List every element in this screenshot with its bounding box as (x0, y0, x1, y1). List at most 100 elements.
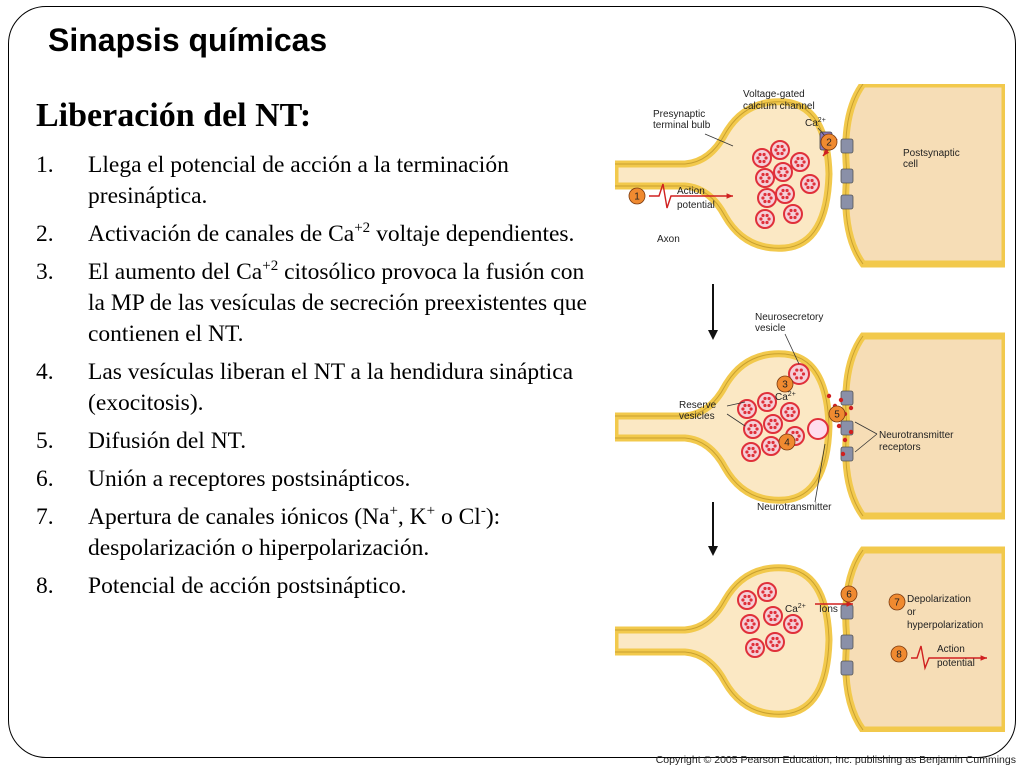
vesicle-nt-dot (761, 179, 765, 184)
vesicle-nt-dot (771, 440, 775, 445)
vesicle-nt-dot (793, 625, 797, 630)
calcium-label: Ca2+ (805, 117, 826, 129)
vesicle-nt-dot (786, 406, 790, 411)
vesicle-nt-dot (743, 403, 747, 408)
vesicle-nt-dot (773, 444, 777, 448)
copyright-notice: Copyright © 2005 Pearson Education, Inc.… (655, 754, 1016, 766)
vesicle-nt-dot (747, 410, 751, 415)
step-superscript: +2 (262, 258, 279, 275)
vesicle (800, 174, 820, 194)
postsynaptic-action-potential-label: Action (937, 644, 965, 655)
vesicle-nt-dot (757, 646, 761, 650)
vesicle-nt-dot (762, 152, 766, 157)
vesicle-nt-dot (763, 192, 767, 197)
axon-label: Axon (657, 234, 680, 245)
vesicle-nt-dot (795, 430, 799, 435)
vesicle (775, 184, 795, 204)
vesicle-nt-dot (800, 163, 804, 168)
synapse-panel (615, 84, 1005, 268)
vesicle-nt-dot (782, 148, 786, 152)
vesicle-nt-dot (765, 172, 769, 177)
vesicle (741, 442, 761, 462)
step-item: 8.Potencial de acción postsináptico. (36, 571, 606, 602)
vesicle (752, 148, 772, 168)
vesicle-nt-dot (769, 418, 773, 423)
step-badge-number: 7 (894, 598, 900, 609)
vesicle-nt-dot (767, 447, 771, 452)
vesicle-nt-dot (750, 625, 754, 630)
vesicle (763, 414, 783, 434)
step-badge-number: 8 (896, 650, 902, 661)
postsynaptic-action-potential-label: potential (937, 658, 975, 669)
vesicle-nt-dot (741, 598, 745, 602)
vesicle-nt-dot (775, 636, 779, 641)
neurotransmitter-dot (826, 393, 832, 399)
action-potential-label: Action (677, 186, 705, 197)
vesicle-nt-dot (767, 422, 771, 426)
step-item: 2.Activación de canales de Ca+2 voltaje … (36, 219, 606, 250)
vesicle-nt-dot (787, 212, 791, 216)
step-text-part: Llega el potencial de acción a la termin… (88, 152, 509, 209)
vesicle-nt-dot (789, 618, 793, 623)
vesicle-nt-dot (765, 213, 769, 218)
vesicle-nt-dot (763, 403, 767, 408)
vesicle (765, 632, 785, 652)
vesicle-nt-dot (765, 220, 769, 225)
vesicle-nt-dot (769, 617, 773, 622)
vesicle-nt-dot (767, 403, 771, 408)
vesicle-nt-dot (773, 418, 777, 423)
calcium-influx-arrow-head (823, 149, 830, 156)
step-badge (628, 187, 646, 205)
vesicle-nt-dot (749, 423, 753, 428)
postsynaptic-cell (842, 332, 1005, 520)
vesicle-nt-dot (787, 192, 791, 196)
presynaptic-membrane-edge (615, 353, 830, 501)
ion-flow-arrow-head (846, 601, 853, 607)
vesicle-nt-dot (743, 410, 747, 415)
vesicle (790, 152, 810, 172)
vesicle-nt-dot (767, 440, 771, 445)
vesicle-nt-dot (769, 425, 773, 430)
step-badge (776, 375, 794, 393)
label-pointer (854, 421, 878, 435)
vesicle-nt-dot (795, 622, 799, 626)
vesicle-nt-dot (759, 176, 763, 180)
step-item: 5.Difusión del NT. (36, 426, 606, 457)
vesicle-nt-dot (790, 406, 794, 411)
step-text: Las vesículas liberan el NT a la hendidu… (88, 357, 606, 419)
step-badge-number: 2 (826, 138, 832, 149)
vesicle-nt-dot (753, 423, 757, 428)
vesicle-nt-dot (765, 444, 769, 448)
step-text: Activación de canales de Ca+2 voltaje de… (88, 219, 606, 250)
vesicle-nt-dot (785, 188, 789, 193)
neurotransmitter-dot (848, 405, 854, 411)
vesicle (783, 614, 803, 634)
step-text-part: Difusión del NT. (88, 428, 247, 454)
step-badge-number: 5 (834, 410, 840, 421)
synapse-panel (615, 332, 1005, 520)
vesicle (783, 204, 803, 224)
reserve-vesicles-label: vesicles (679, 411, 715, 422)
vesicle (737, 590, 757, 610)
step-text: Llega el potencial de acción a la termin… (88, 150, 606, 212)
vesicle-nt-dot (773, 610, 777, 615)
step-number: 4. (36, 359, 54, 385)
vesicle (763, 606, 783, 626)
vesicle-nt-dot (755, 427, 759, 431)
vesicle (757, 582, 777, 602)
voltage-gated-label: calcium channel (743, 101, 815, 112)
vesicle-nt-dot (804, 182, 808, 186)
vesicle-nt-dot (787, 622, 791, 626)
step-text: El aumento del Ca+2 citosólico provoca l… (88, 257, 606, 350)
vesicle-nt-dot (767, 396, 771, 401)
vesicle-nt-dot (762, 159, 766, 164)
postsynaptic-receptor (840, 390, 854, 406)
ions-label: Ions (819, 604, 838, 615)
vesicle-nt-dot (763, 396, 767, 401)
label-pointer (726, 401, 746, 407)
vesicle-nt-dot (747, 601, 751, 606)
step-number: 1. (36, 152, 54, 178)
step-text-part: Apertura de canales iónicos (Na (88, 504, 390, 530)
calcium-label: Ca2+ (775, 391, 796, 403)
synapse-panel (615, 546, 1005, 732)
